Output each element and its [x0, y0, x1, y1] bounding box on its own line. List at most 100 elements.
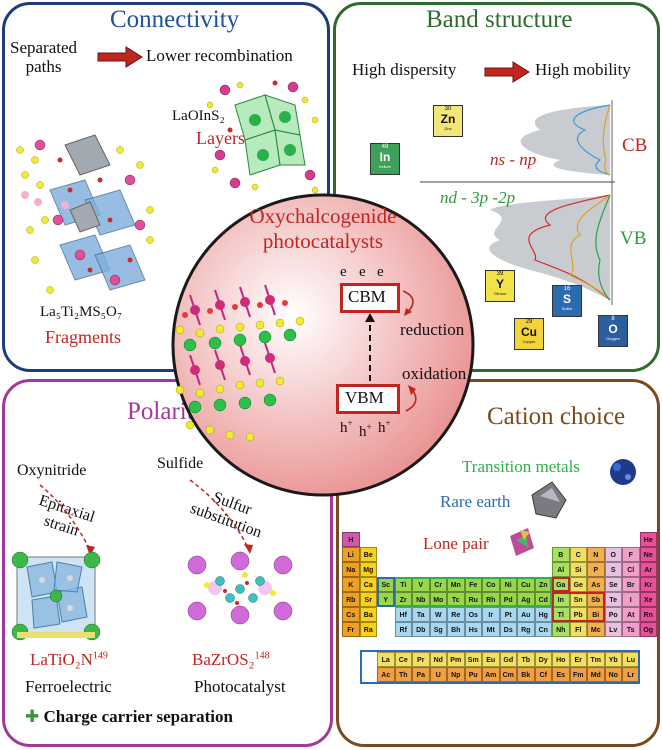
pt-cell-c: C [569, 547, 587, 562]
pt-cell-f: F [622, 547, 640, 562]
nd-3p-2p-label: nd - 3p -2p [440, 188, 516, 207]
high-dispersity-label: High dispersity [352, 60, 457, 79]
pt-cell-na: Na [342, 562, 360, 577]
pt-cell-gd: Gd [499, 652, 517, 667]
pt-cell-ne: Ne [639, 547, 657, 562]
pt-cell-cr: Cr [429, 577, 447, 592]
pt-cell-la: La [377, 652, 395, 667]
pt-cell-nd: Nd [429, 652, 447, 667]
vb-label: VB [620, 228, 647, 249]
pt-cell-ge: Ge [569, 577, 587, 592]
pt-cell-lr: Lr [622, 667, 640, 682]
center-circle [171, 193, 475, 497]
pt-cell-ts: Ts [622, 622, 640, 637]
pt-cell-tb: Tb [517, 652, 535, 667]
ferroelectric-label: Ferroelectric [25, 677, 112, 696]
pt-cell-te: Te [604, 592, 622, 607]
pt-cell-pt: Pt [499, 607, 517, 622]
pt-cell-ba: Ba [359, 607, 377, 622]
pt-cell-p: P [587, 562, 605, 577]
pt-cell-ir: Ir [482, 607, 500, 622]
pt-cell-cs: Cs [342, 607, 360, 622]
lone-pair-label: Lone pair [423, 534, 489, 553]
layers-formula: LaOInS₂ [172, 108, 225, 124]
pt-cell-sr: Sr [359, 592, 377, 607]
pt-cell-as: As [587, 577, 605, 592]
pt-cell-ac: Ac [377, 667, 395, 682]
pt-cell-se: Se [604, 577, 622, 592]
bazros2-structure [187, 551, 293, 625]
pt-cell-es: Es [552, 667, 570, 682]
pt-cell-li: Li [342, 547, 360, 562]
pt-cell-i: I [622, 592, 640, 607]
hole-2: h+ [359, 422, 372, 440]
pt-cell-ti: Ti [394, 577, 412, 592]
pt-cell-dy: Dy [534, 652, 552, 667]
pt-cell-pa: Pa [412, 667, 430, 682]
pt-cell-w: W [429, 607, 447, 622]
pt-cell-cf: Cf [534, 667, 552, 682]
center-title: Oxychalcogenide photocatalysts [249, 204, 397, 253]
pt-cell-os: Os [464, 607, 482, 622]
pt-cell-s: S [604, 562, 622, 577]
fragments-formula: La₅Ti₂MS₅O₇ [40, 304, 123, 320]
pt-cell-rn: Rn [639, 607, 657, 622]
pt-cell-eu: Eu [482, 652, 500, 667]
f-block-frame [359, 650, 640, 684]
rare-earth-frame [377, 577, 395, 607]
pt-cell-mg: Mg [359, 562, 377, 577]
vbm-label: VBM [345, 388, 384, 407]
pt-cell-md: Md [587, 667, 605, 682]
latio2n-structure [11, 551, 101, 641]
band-gap-arrow [365, 313, 375, 381]
connectivity-title: Connectivity [110, 6, 240, 33]
pt-cell-rh: Rh [482, 592, 500, 607]
separated-paths-label: Separated paths [10, 38, 78, 76]
oxynitride-label: Oxynitride [17, 462, 87, 479]
lone-pair-frame-ga [552, 577, 570, 592]
pt-cell-cm: Cm [499, 667, 517, 682]
transition-metal-crystal-icon [610, 459, 636, 485]
pt-cell-n: N [587, 547, 605, 562]
pt-cell-be: Be [359, 547, 377, 562]
pt-cell-rg: Rg [517, 622, 535, 637]
oxidation-arrow-icon [405, 385, 417, 412]
pt-cell-al: Al [552, 562, 570, 577]
pt-cell-at: At [622, 607, 640, 622]
high-mobility-label: High mobility [535, 60, 631, 79]
lone-pair-frame [552, 592, 605, 622]
pt-cell-bh: Bh [447, 622, 465, 637]
pt-cell-mt: Mt [482, 622, 500, 637]
lower-recombination-label: Lower recombination [146, 46, 293, 65]
pt-cell-pm: Pm [447, 652, 465, 667]
layers-structure [206, 80, 319, 194]
electron-3: e [377, 264, 384, 280]
pt-cell-rf: Rf [394, 622, 412, 637]
reduction-arrow-icon [402, 290, 414, 316]
pt-cell-mc: Mc [587, 622, 605, 637]
pt-cell-re: Re [447, 607, 465, 622]
transition-metals-frame [377, 577, 552, 607]
cb-label: CB [622, 135, 648, 156]
pt-cell-ta: Ta [412, 607, 430, 622]
pt-cell-nh: Nh [552, 622, 570, 637]
transition-metals-label: Transition metals [462, 457, 580, 476]
pt-cell-og: Og [639, 622, 657, 637]
pt-cell-bk: Bk [517, 667, 535, 682]
fragments-label: Fragments [45, 327, 121, 347]
pt-cell-kr: Kr [639, 577, 657, 592]
cbm-box [340, 283, 400, 313]
pt-cell-db: Db [412, 622, 430, 637]
band-structure-title: Band structure [426, 6, 573, 33]
pt-cell-hf: Hf [394, 607, 412, 622]
pt-cell-er: Er [569, 652, 587, 667]
electron-1: e [340, 264, 347, 280]
bazros2-label: BaZrOS₂148 [192, 650, 270, 669]
oxychalcogenide-structure [175, 284, 305, 442]
